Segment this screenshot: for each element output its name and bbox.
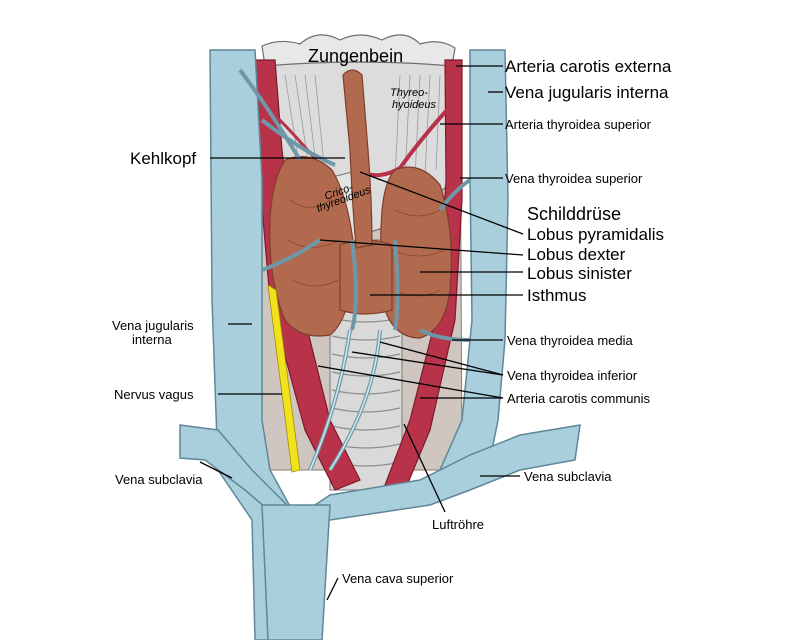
label-vena-subclavia-left: Vena subclavia <box>115 472 203 487</box>
label-vena-jugularis-interna-right: Vena jugularis interna <box>505 83 669 102</box>
label-arteria-thyroidea-superior: Arteria thyroidea superior <box>505 117 652 132</box>
label-nervus-vagus: Nervus vagus <box>114 387 194 402</box>
label-lobus-sinister: Lobus sinister <box>527 264 632 283</box>
label-vena-thyroidea-superior: Vena thyroidea superior <box>505 171 643 186</box>
label-arteria-carotis-externa: Arteria carotis externa <box>505 57 672 76</box>
label-schilddruese: Schilddrüse <box>527 204 621 224</box>
label-thyreohyoideus-2: hyoideus <box>392 99 437 111</box>
label-lobus-dexter: Lobus dexter <box>527 245 626 264</box>
nervus-vagus <box>267 284 301 473</box>
thyroid-isthmus <box>339 239 393 315</box>
label-vena-thyroidea-inferior: Vena thyroidea inferior <box>507 368 638 383</box>
label-arteria-carotis-communis: Arteria carotis communis <box>507 391 651 406</box>
label-vena-jugularis-interna-left-1: Vena jugularis <box>112 318 194 333</box>
label-zungenbein: Zungenbein <box>308 46 403 66</box>
label-thyreohyoideus-1: Thyreo- <box>390 87 428 99</box>
label-kehlkopf: Kehlkopf <box>130 149 196 168</box>
hyoid-bone <box>261 34 456 67</box>
label-luftroehre: Luftröhre <box>432 517 484 532</box>
label-vena-jugularis-interna-left-2: interna <box>132 332 173 347</box>
label-isthmus: Isthmus <box>527 286 587 305</box>
vena-cava-superior-shape <box>261 504 331 640</box>
label-lobus-pyramidalis: Lobus pyramidalis <box>527 225 664 244</box>
thyroid-lobus-pyramidalis <box>342 69 373 249</box>
label-vena-cava-superior: Vena cava superior <box>342 571 454 586</box>
label-vena-subclavia-right: Vena subclavia <box>524 469 612 484</box>
label-vena-thyroidea-media: Vena thyroidea media <box>507 333 634 348</box>
leader-lines <box>199 65 524 601</box>
